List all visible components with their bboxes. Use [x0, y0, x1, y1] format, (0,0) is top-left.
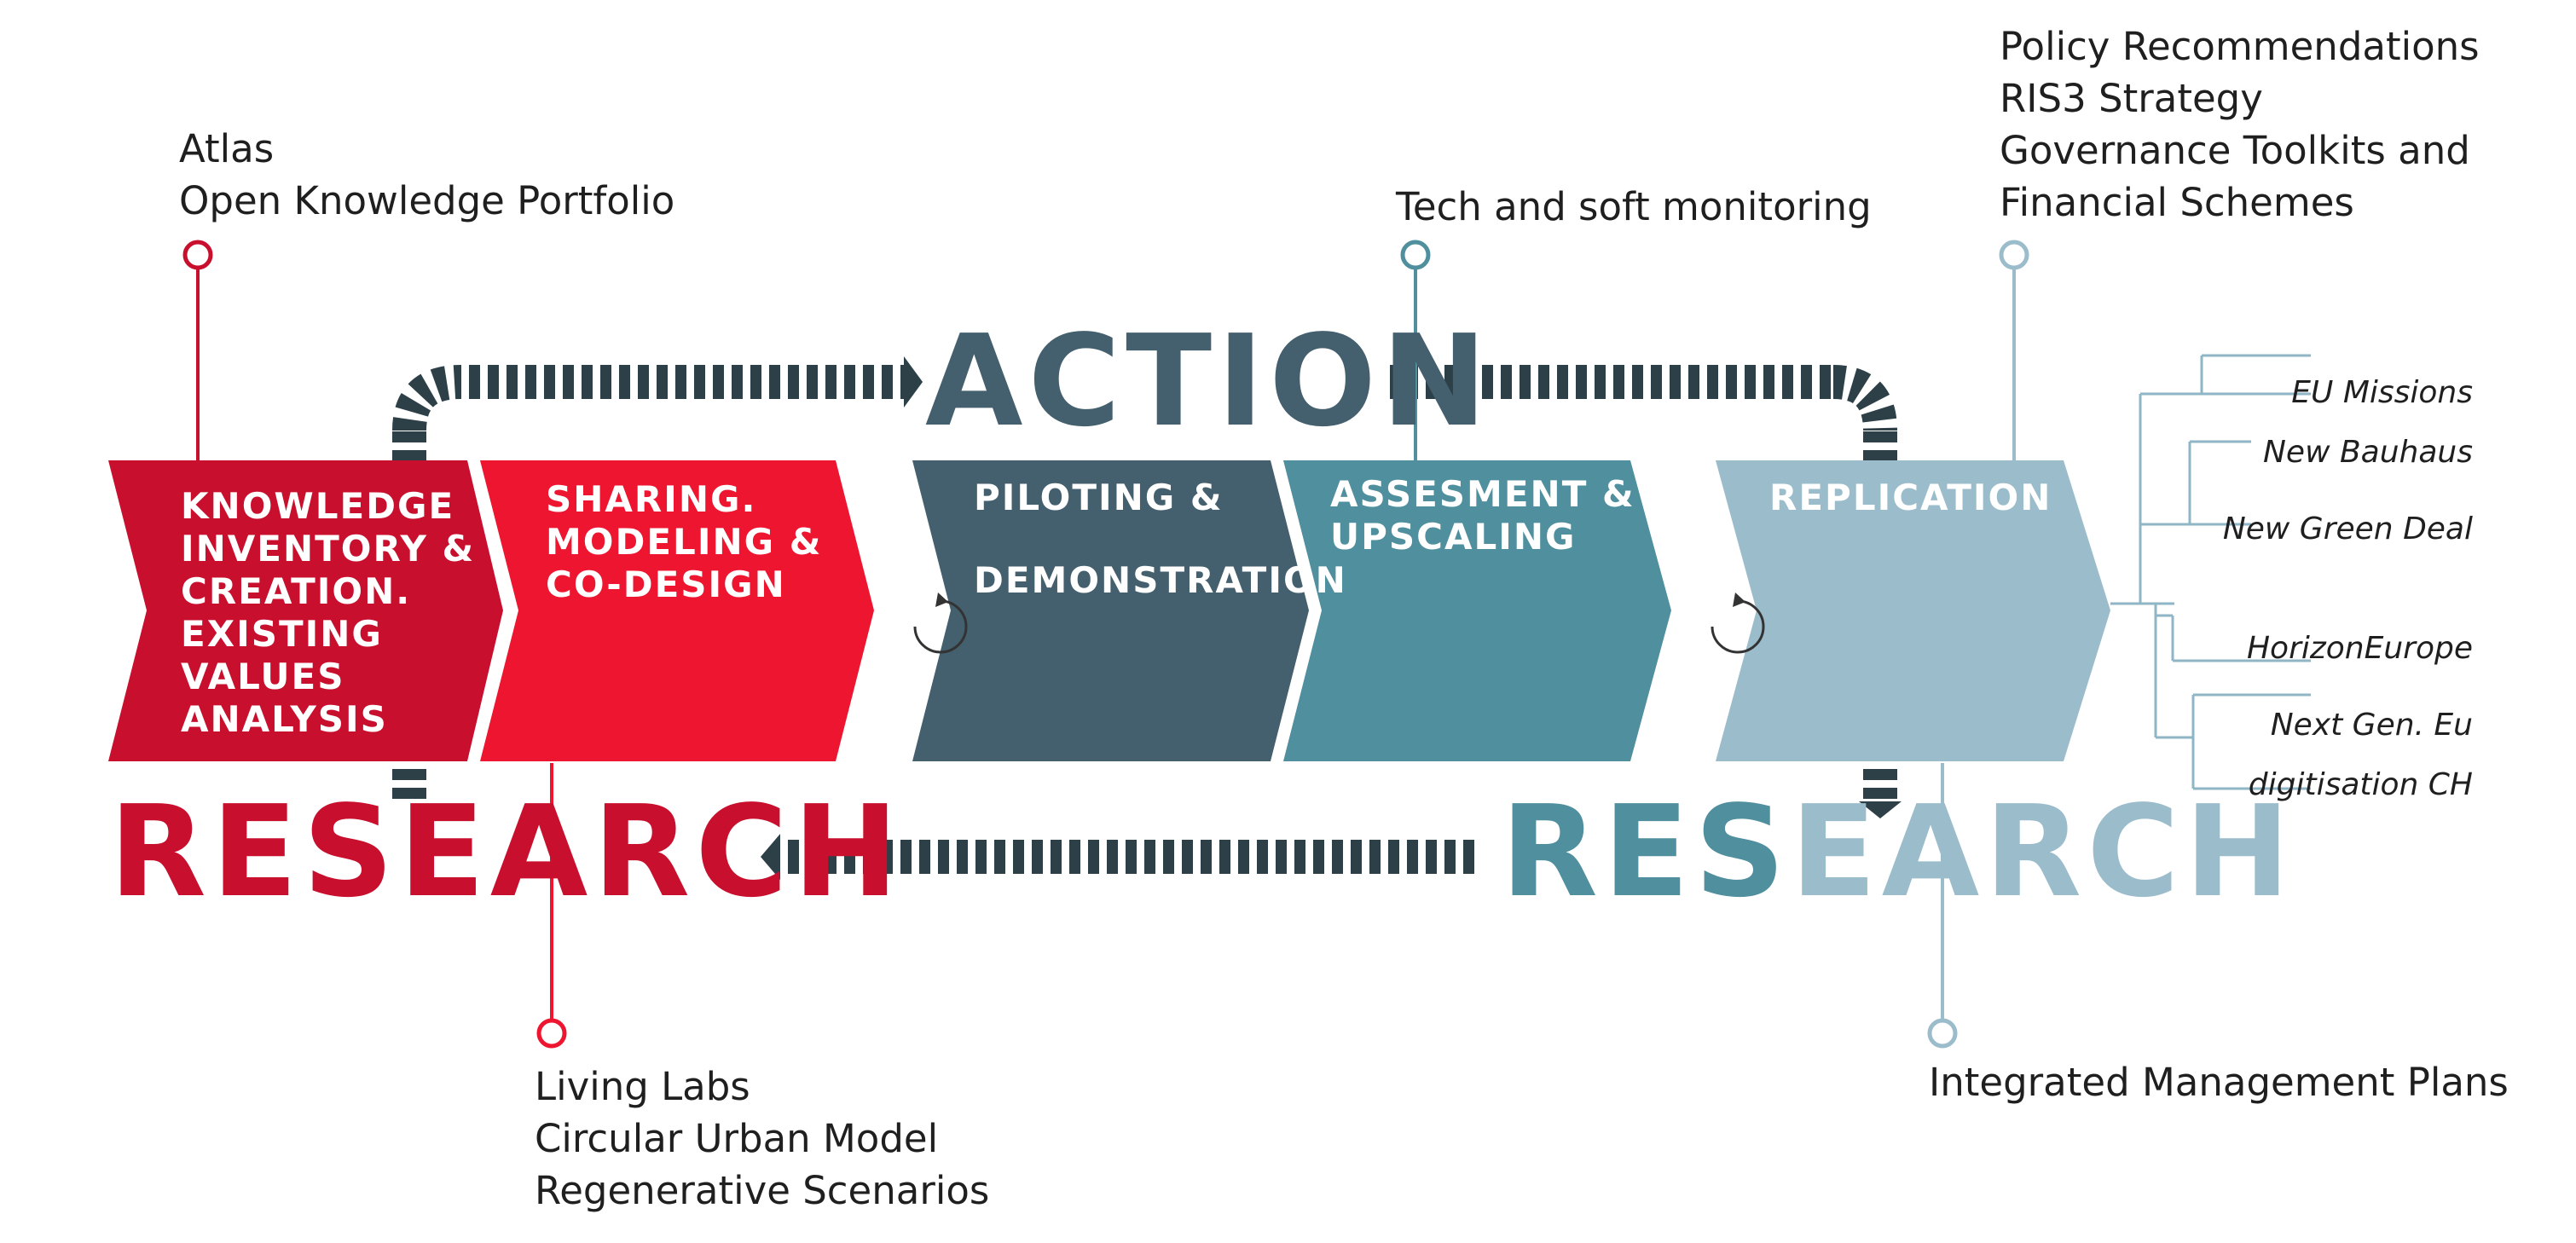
process-chevrons — [108, 460, 2110, 761]
arrow-left-head-icon — [761, 834, 780, 880]
action-loop-arrow-left — [392, 356, 923, 465]
note-replication-top: Policy Recommendations RIS3 Strategy Gov… — [2000, 24, 2492, 225]
step-piloting — [912, 460, 1309, 761]
eu-item: Next Gen. Eu — [2271, 708, 2473, 743]
step-knowledge — [108, 460, 503, 761]
eu-item: New Bauhaus — [2263, 435, 2473, 470]
note-knowledge: Atlas Open Knowledge Portfolio — [179, 126, 674, 223]
step-replication-label: REPLICATION — [1769, 477, 2052, 518]
eu-item: digitisation CH — [2249, 767, 2473, 802]
leader-lines — [182, 240, 2029, 1049]
step-assessment-label: ASSESMENT & UPSCALING — [1330, 473, 1649, 558]
note-sharing: Living Labs Circular Urban Model Regener… — [535, 1064, 989, 1213]
marker-assessment — [1400, 240, 1431, 270]
research-return-arrow — [392, 763, 1479, 880]
research-heading-left: RESEARCH — [109, 778, 904, 925]
note-assessment: Tech and soft monitoring — [1395, 184, 1872, 229]
eu-item: HorizonEurope — [2247, 631, 2473, 666]
step-sharing — [480, 460, 874, 761]
step-piloting-label: PILOTING & DEMONSTRATION — [974, 477, 1347, 601]
action-heading: ACTION — [925, 308, 1492, 454]
cycle-arrow-icon — [1711, 593, 1765, 654]
marker-replication-bottom — [1927, 1018, 1958, 1049]
cycle-arrow-icon — [913, 593, 968, 654]
step-assessment — [1283, 460, 1671, 761]
research-heading-right: RESEARCH — [1501, 778, 2295, 925]
action-loop-arrow-right — [1390, 365, 1902, 818]
marker-replication-top — [1999, 240, 2029, 270]
eu-program-tree — [2110, 354, 2311, 790]
step-replication — [1716, 460, 2110, 761]
note-replication-bottom: Integrated Management Plans — [1929, 1060, 2509, 1105]
step-knowledge-label: KNOWLEDGE INVENTORY & CREATION. EXISTING… — [181, 485, 489, 740]
step-sharing-label: SHARING. MODELING & CO-DESIGN — [546, 478, 836, 605]
arrow-head-icon — [904, 356, 923, 408]
eu-item: New Green Deal — [2223, 512, 2473, 546]
arrow-down-head-icon — [1859, 801, 1902, 818]
eu-item: EU Missions — [2291, 375, 2473, 410]
marker-knowledge — [182, 240, 213, 270]
marker-sharing — [536, 1018, 567, 1049]
